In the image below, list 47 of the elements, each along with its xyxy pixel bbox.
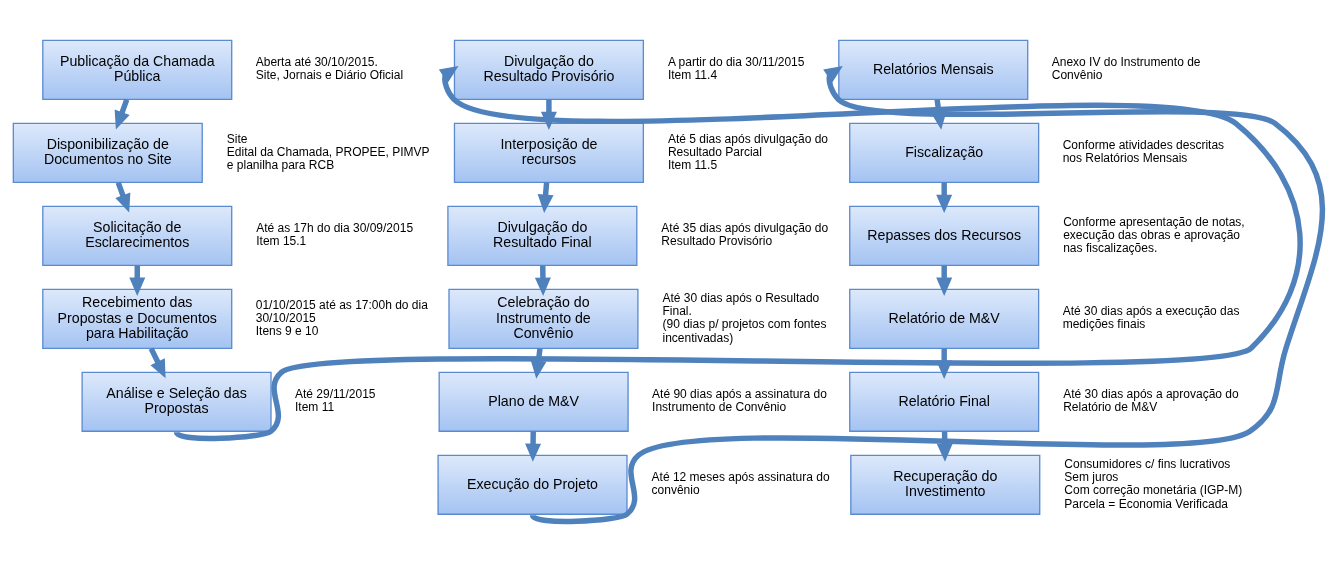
node-label: Anexo IV do Instrumento de Convênio [1051,54,1201,82]
node-label: Até 30 dias após a aprovação do Relatório de M&V [1063,386,1239,414]
node-label: Site [226,131,248,146]
arrow [936,348,953,379]
arrow [540,99,557,130]
node-box: Repasses dos Recursos [849,205,1040,266]
node-box: Execução do Projeto [437,454,628,515]
node-label: Sem juros [1064,469,1119,484]
node-label: Conforme apresentação de notas, execução das obras e aprovação nas fiscalizações. [1063,214,1245,255]
node-box: Disponibilização de Documentos no Site [12,122,203,183]
node-label: Edital da Chamada, PROPEE, PIMVP e planilha para RCB [226,144,430,172]
node-box: Relatório Final [849,371,1040,432]
node-box: Relatório de M&V [849,288,1040,349]
node-box: Divulgação do Resultado Provisório [453,39,644,100]
node-label: Item 11.5 [667,157,718,172]
node-label: 01/10/2015 até as 17:00h do dia 30/10/2015 [255,297,428,325]
node-box: Recuperação do Investimento [850,454,1041,515]
node-label: Até 35 dias após divulgação do Resultado Provisório [661,220,829,248]
node-box: Celebração do Instrumento de Convênio [448,288,639,349]
node-label: Aberta até 30/10/2015. [255,54,378,69]
node-label: Até 30 dias após o Resultado Final. [662,290,820,318]
node-label: (90 dias p/ projetos com fontes incentivadas) [662,316,827,345]
node-label: Site, Jornais e Diário Oficial [255,67,404,82]
node-label: Até 12 meses após assinatura do convênio [651,469,830,497]
arrow [936,265,953,296]
node-label: Até as 17h do dia 30/09/2015 [256,220,414,235]
node-label: Até 29/11/2015 [295,386,376,401]
node-label: Itens 9 e 10 [255,323,319,338]
node-box: Plano de M&V [438,371,629,432]
node-box: Relatórios Mensais [838,39,1029,100]
node-box: Recebimento das Propostas e Documentos para Habilitação [42,288,233,349]
node-box: Publicação da Chamada Pública [42,39,233,100]
node-box: Divulgação do Resultado Final [447,205,638,266]
node-label: Item 15.1 [256,233,307,248]
node-box: Solicitação de Esclarecimentos [42,205,233,266]
node-box: Fiscalização [849,122,1040,183]
node-box: Análise e Seleção das Propostas [81,371,272,432]
node-label: Item 11 [295,399,335,414]
node-label: Conforme atividades descritas nos Relatórios Mensais [1062,137,1225,165]
arrow [936,182,953,213]
arrow [525,431,542,462]
node-label: Até 30 dias após a execução das medições finais [1062,303,1240,331]
node-label: Até 5 dias após divulgação do Resultado Parcial [667,131,829,159]
node-label: A partir do dia 30/11/2015 [667,54,805,69]
node-box: Interposição de recursos [453,122,644,183]
node-label: Consumidores c/ fins lucrativos [1064,456,1231,471]
node-label: Até 90 dias após a assinatura do Instrumento de Convênio [652,386,827,414]
